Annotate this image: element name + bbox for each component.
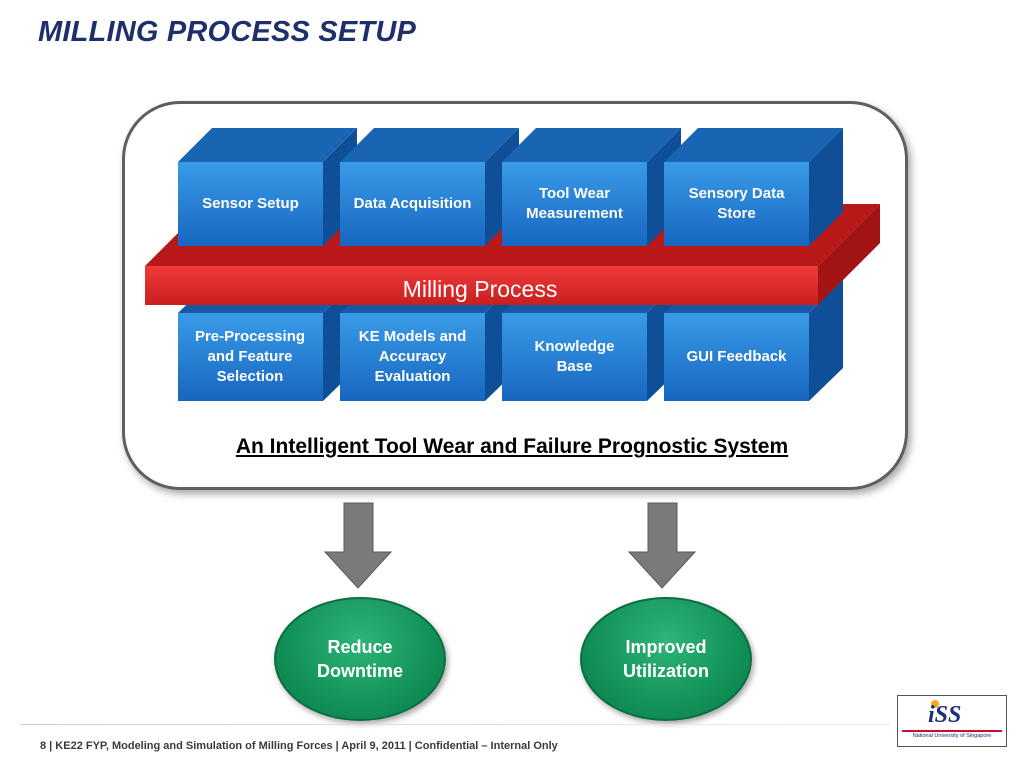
top-module-box-4 xyxy=(664,128,843,246)
system-caption: An Intelligent Tool Wear and Failure Pro… xyxy=(235,435,789,458)
top-module-label: Tool Wear Measurement xyxy=(526,185,623,222)
logo-mark: iSS xyxy=(928,702,962,728)
outcome-label: Improved Utilization xyxy=(623,637,709,681)
logo-dot-icon xyxy=(931,700,939,708)
iss-logo: iSS National University of Singapore xyxy=(897,695,1007,747)
slide-title: MILLING PROCESS SETUP xyxy=(38,16,417,48)
top-module-label: Sensory Data Store xyxy=(688,185,785,222)
top-module-box-2 xyxy=(340,128,519,246)
top-module-label: Sensor Setup xyxy=(202,195,299,212)
logo-subtitle: National University of Singapore xyxy=(902,730,1002,739)
outcome-improved-utilization: Improved Utilization xyxy=(580,597,752,721)
footer-divider xyxy=(20,724,890,725)
outcome-reduce-downtime: Reduce Downtime xyxy=(274,597,446,721)
milling-process-label: Milling Process xyxy=(402,276,558,302)
top-module-label: Data Acquisition xyxy=(353,195,472,212)
down-arrow-right xyxy=(627,502,697,589)
bottom-module-label: Knowledge Base xyxy=(534,338,615,375)
bottom-module-label: GUI Feedback xyxy=(686,348,787,365)
down-arrow-left xyxy=(323,502,393,589)
outcome-label: Reduce Downtime xyxy=(316,637,403,681)
footer-text: 8 | KE22 FYP, Modeling and Simulation of… xyxy=(40,740,558,752)
bottom-module-label: KE Models and Accuracy Evaluation xyxy=(358,328,467,385)
bottom-module-label: Pre-Processing and Feature Selection xyxy=(194,328,306,385)
